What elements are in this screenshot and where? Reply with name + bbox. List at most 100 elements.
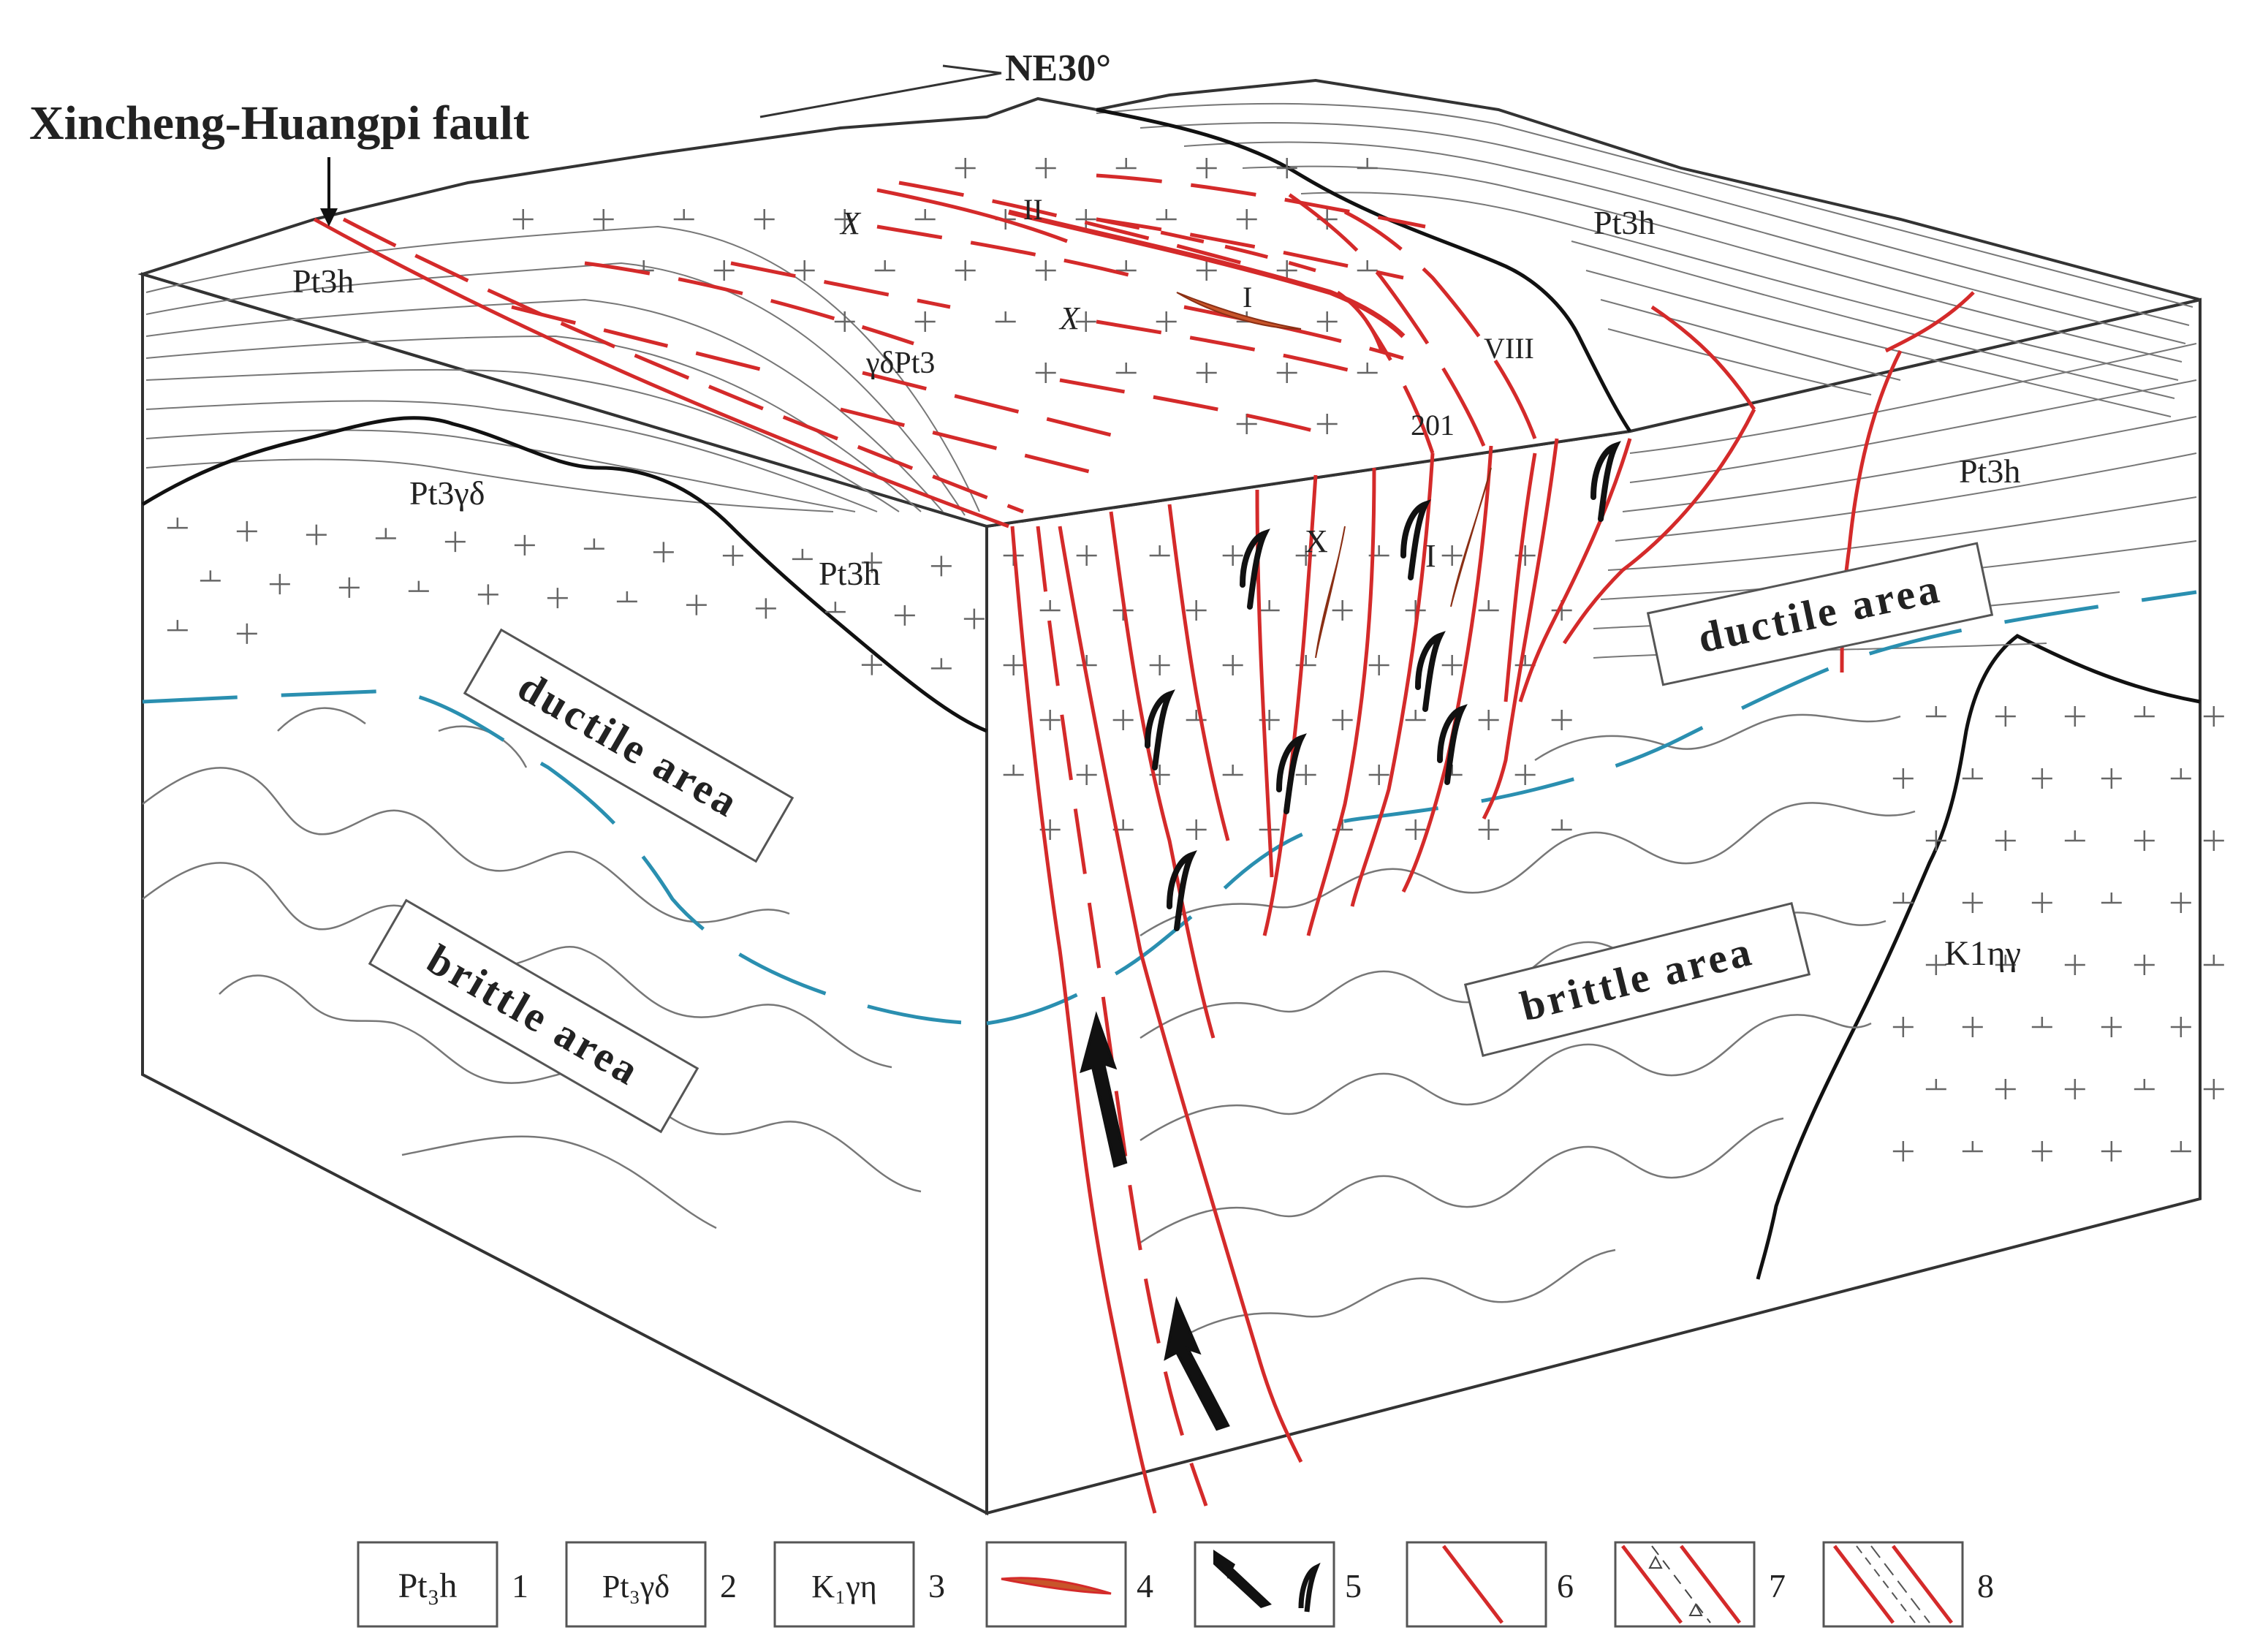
- granite-cross: [963, 608, 985, 629]
- granite-cross: [167, 518, 188, 529]
- granite-cross: [1039, 710, 1061, 730]
- shear-arrow: [1415, 631, 1446, 712]
- granite-cross: [547, 588, 568, 609]
- svg-text:8: 8: [1977, 1567, 1994, 1604]
- granite-cross: [1892, 1141, 1914, 1162]
- granite-cross: [269, 574, 290, 595]
- orebody-lens: [1176, 292, 1302, 330]
- granite-cross: [1405, 710, 1426, 721]
- granite-cross: [861, 654, 882, 675]
- granite-cross: [1995, 1079, 2016, 1099]
- granite-cross: [1962, 768, 1983, 780]
- granite-cross: [1316, 311, 1338, 332]
- granite-cross: [1441, 655, 1463, 675]
- granite-cross: [1478, 819, 1499, 840]
- shear-arrow: [1240, 528, 1270, 610]
- granite-cross: [616, 591, 637, 603]
- granite-cross: [2031, 1017, 2052, 1028]
- granite-cross: [955, 260, 976, 281]
- granite-cross: [1222, 545, 1243, 566]
- granite-cross: [1357, 260, 1378, 272]
- granite-cross: [1551, 819, 1572, 831]
- svg-text:2: 2: [720, 1567, 737, 1604]
- legend: Pt₃h 1 Pt₃γδ 2 K₁γη 3 4 5: [357, 1541, 1994, 1628]
- granite-cross: [2134, 1079, 2155, 1091]
- granite-cross: [1478, 710, 1499, 730]
- granite-cross: [2031, 768, 2052, 789]
- orebody-lens: [1315, 526, 1346, 659]
- granite-cross: [834, 209, 855, 230]
- unit-label-pt3h-mid: Pt3h: [819, 555, 880, 592]
- svg-text:5: 5: [1345, 1567, 1362, 1604]
- granite-cross: [1295, 765, 1316, 785]
- thrust-arrow: [1164, 1296, 1230, 1431]
- fault-zone: [313, 173, 1975, 1514]
- granite-cross: [1441, 545, 1463, 566]
- svg-text:Pt₃h: Pt₃h: [398, 1566, 458, 1605]
- granite-cross: [2203, 955, 2224, 966]
- granite-cross: [894, 605, 915, 626]
- granite-cross: [1514, 545, 1536, 566]
- granite-cross: [2170, 893, 2191, 913]
- granite-cross: [1276, 363, 1297, 383]
- granite-cross: [1196, 260, 1217, 281]
- granite-cross: [1276, 260, 1297, 281]
- ductile-brittle-boundary: [142, 590, 2197, 1026]
- granite-cross: [2134, 706, 2155, 718]
- granite-cross: [512, 209, 534, 230]
- granite-cross: [1332, 600, 1353, 621]
- granite-cross: [1236, 209, 1257, 230]
- granite-cross: [794, 260, 815, 281]
- granite-cross: [686, 594, 707, 615]
- top-contours: [145, 102, 2193, 516]
- shear-arrow: [1167, 850, 1197, 931]
- granite-cross: [2064, 955, 2085, 975]
- svg-text:1: 1: [512, 1567, 528, 1604]
- unit-label-pt3h-topleft: Pt3h: [292, 262, 354, 300]
- granite-cross: [1995, 830, 2016, 851]
- granite-cross: [1995, 955, 2016, 966]
- vein-label-x-front: X: [1305, 523, 1328, 559]
- granite-cross: [2203, 830, 2224, 851]
- granite-cross: [2203, 1079, 2224, 1099]
- granite-contact-top-right: [1096, 107, 1632, 433]
- vein-label-i-front: I: [1425, 538, 1436, 574]
- granite-cross: [2031, 893, 2052, 913]
- granite-cross: [1115, 363, 1137, 374]
- shear-arrow: [1437, 704, 1468, 785]
- granite-cross: [1039, 600, 1061, 612]
- thrust-arrow: [1080, 1011, 1128, 1168]
- granite-cross: [1076, 545, 1097, 566]
- granite-cross: [1276, 158, 1297, 178]
- granite-cross: [1196, 363, 1217, 383]
- granite-cross: [1149, 655, 1170, 675]
- granite-cross: [1259, 600, 1280, 612]
- right-folds: [1140, 713, 1916, 1346]
- legend-item-7: 7: [1614, 1541, 1786, 1628]
- shear-arrow: [1145, 689, 1175, 770]
- granite-cross: [236, 520, 257, 542]
- granite-cross: [995, 311, 1016, 323]
- granite-cross: [200, 570, 221, 582]
- svg-text:6: 6: [1557, 1567, 1574, 1604]
- shear-arrow: [1400, 499, 1431, 580]
- granite-cross: [914, 311, 936, 332]
- granite-cross: [2203, 706, 2224, 727]
- legend-item-4: 4: [985, 1541, 1153, 1628]
- granite-cross: [930, 658, 952, 670]
- legend-item-5: 5: [1194, 1541, 1362, 1628]
- granite-cross: [792, 548, 813, 561]
- granite-cross: [1035, 363, 1056, 383]
- granite-contact-left: [141, 416, 987, 733]
- granite-cross: [2101, 893, 2122, 904]
- svg-text:7: 7: [1769, 1567, 1786, 1604]
- granite-cross: [1186, 600, 1207, 621]
- granite-cross: [1925, 830, 1946, 851]
- granite-cross: [1332, 819, 1353, 831]
- granite-cross: [1222, 765, 1243, 776]
- granite-cross: [673, 209, 694, 221]
- granite-cross: [236, 623, 257, 644]
- granite-cross: [1115, 158, 1137, 170]
- svg-text:Pt₃γδ: Pt₃γδ: [602, 1569, 670, 1604]
- legend-item-2: Pt₃γδ 2: [565, 1541, 737, 1628]
